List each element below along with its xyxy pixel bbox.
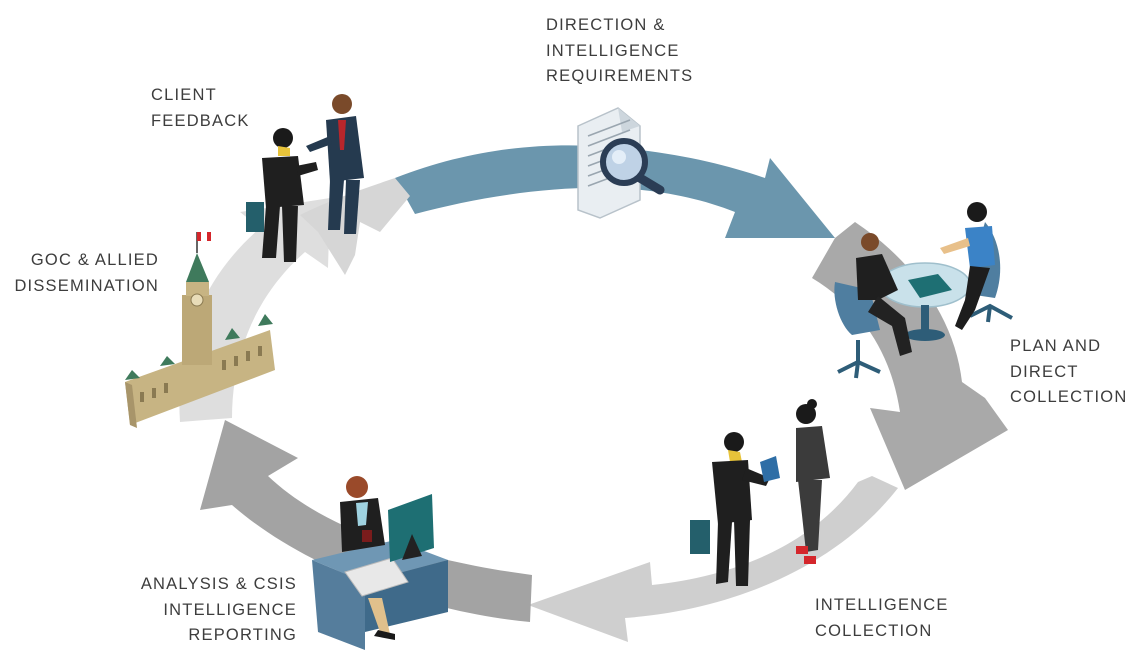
arrow-analysis bbox=[200, 420, 532, 622]
stage-label-direction: DIRECTION & INTELLIGENCE REQUIREMENTS bbox=[546, 13, 693, 90]
stage-label-feedback: CLIENT FEEDBACK bbox=[151, 83, 250, 134]
client-conversation-icon bbox=[246, 94, 364, 262]
label-line: GOC & ALLIED bbox=[30, 251, 159, 269]
stage-label-collection: INTELLIGENCE COLLECTION bbox=[815, 593, 949, 644]
label-line: ANALYSIS & CSIS bbox=[140, 575, 297, 593]
document-magnifier-icon bbox=[577, 107, 665, 219]
label-line: COLLECTION bbox=[815, 621, 933, 640]
label-line: REQUIREMENTS bbox=[546, 67, 694, 85]
label-line: COLLECTION bbox=[1010, 388, 1128, 406]
stage-label-dissemination: GOC & ALLIED DISSEMINATION bbox=[10, 248, 159, 299]
arrow-direction bbox=[395, 145, 835, 238]
analyst-desk-icon bbox=[312, 476, 448, 650]
meeting-table-icon bbox=[834, 202, 1013, 379]
parliament-building-icon bbox=[125, 232, 275, 428]
label-line: REPORTING bbox=[188, 626, 297, 644]
label-line: INTELLIGENCE bbox=[546, 41, 680, 60]
label-line: FEEDBACK bbox=[151, 111, 250, 130]
label-line: DIRECT bbox=[1010, 362, 1079, 381]
label-line: INTELLIGENCE bbox=[815, 596, 949, 614]
label-line: PLAN AND bbox=[1010, 337, 1102, 355]
label-line: CLIENT bbox=[151, 86, 217, 104]
arrow-collection bbox=[528, 476, 898, 642]
stage-label-analysis: ANALYSIS & CSIS INTELLIGENCE REPORTING bbox=[130, 572, 297, 649]
handshake-exchange-icon bbox=[690, 399, 830, 586]
label-line: DISSEMINATION bbox=[14, 276, 159, 295]
label-line: INTELLIGENCE bbox=[163, 600, 297, 619]
stage-label-plan: PLAN AND DIRECT COLLECTION bbox=[1010, 334, 1127, 411]
label-line: DIRECTION & bbox=[546, 16, 666, 34]
